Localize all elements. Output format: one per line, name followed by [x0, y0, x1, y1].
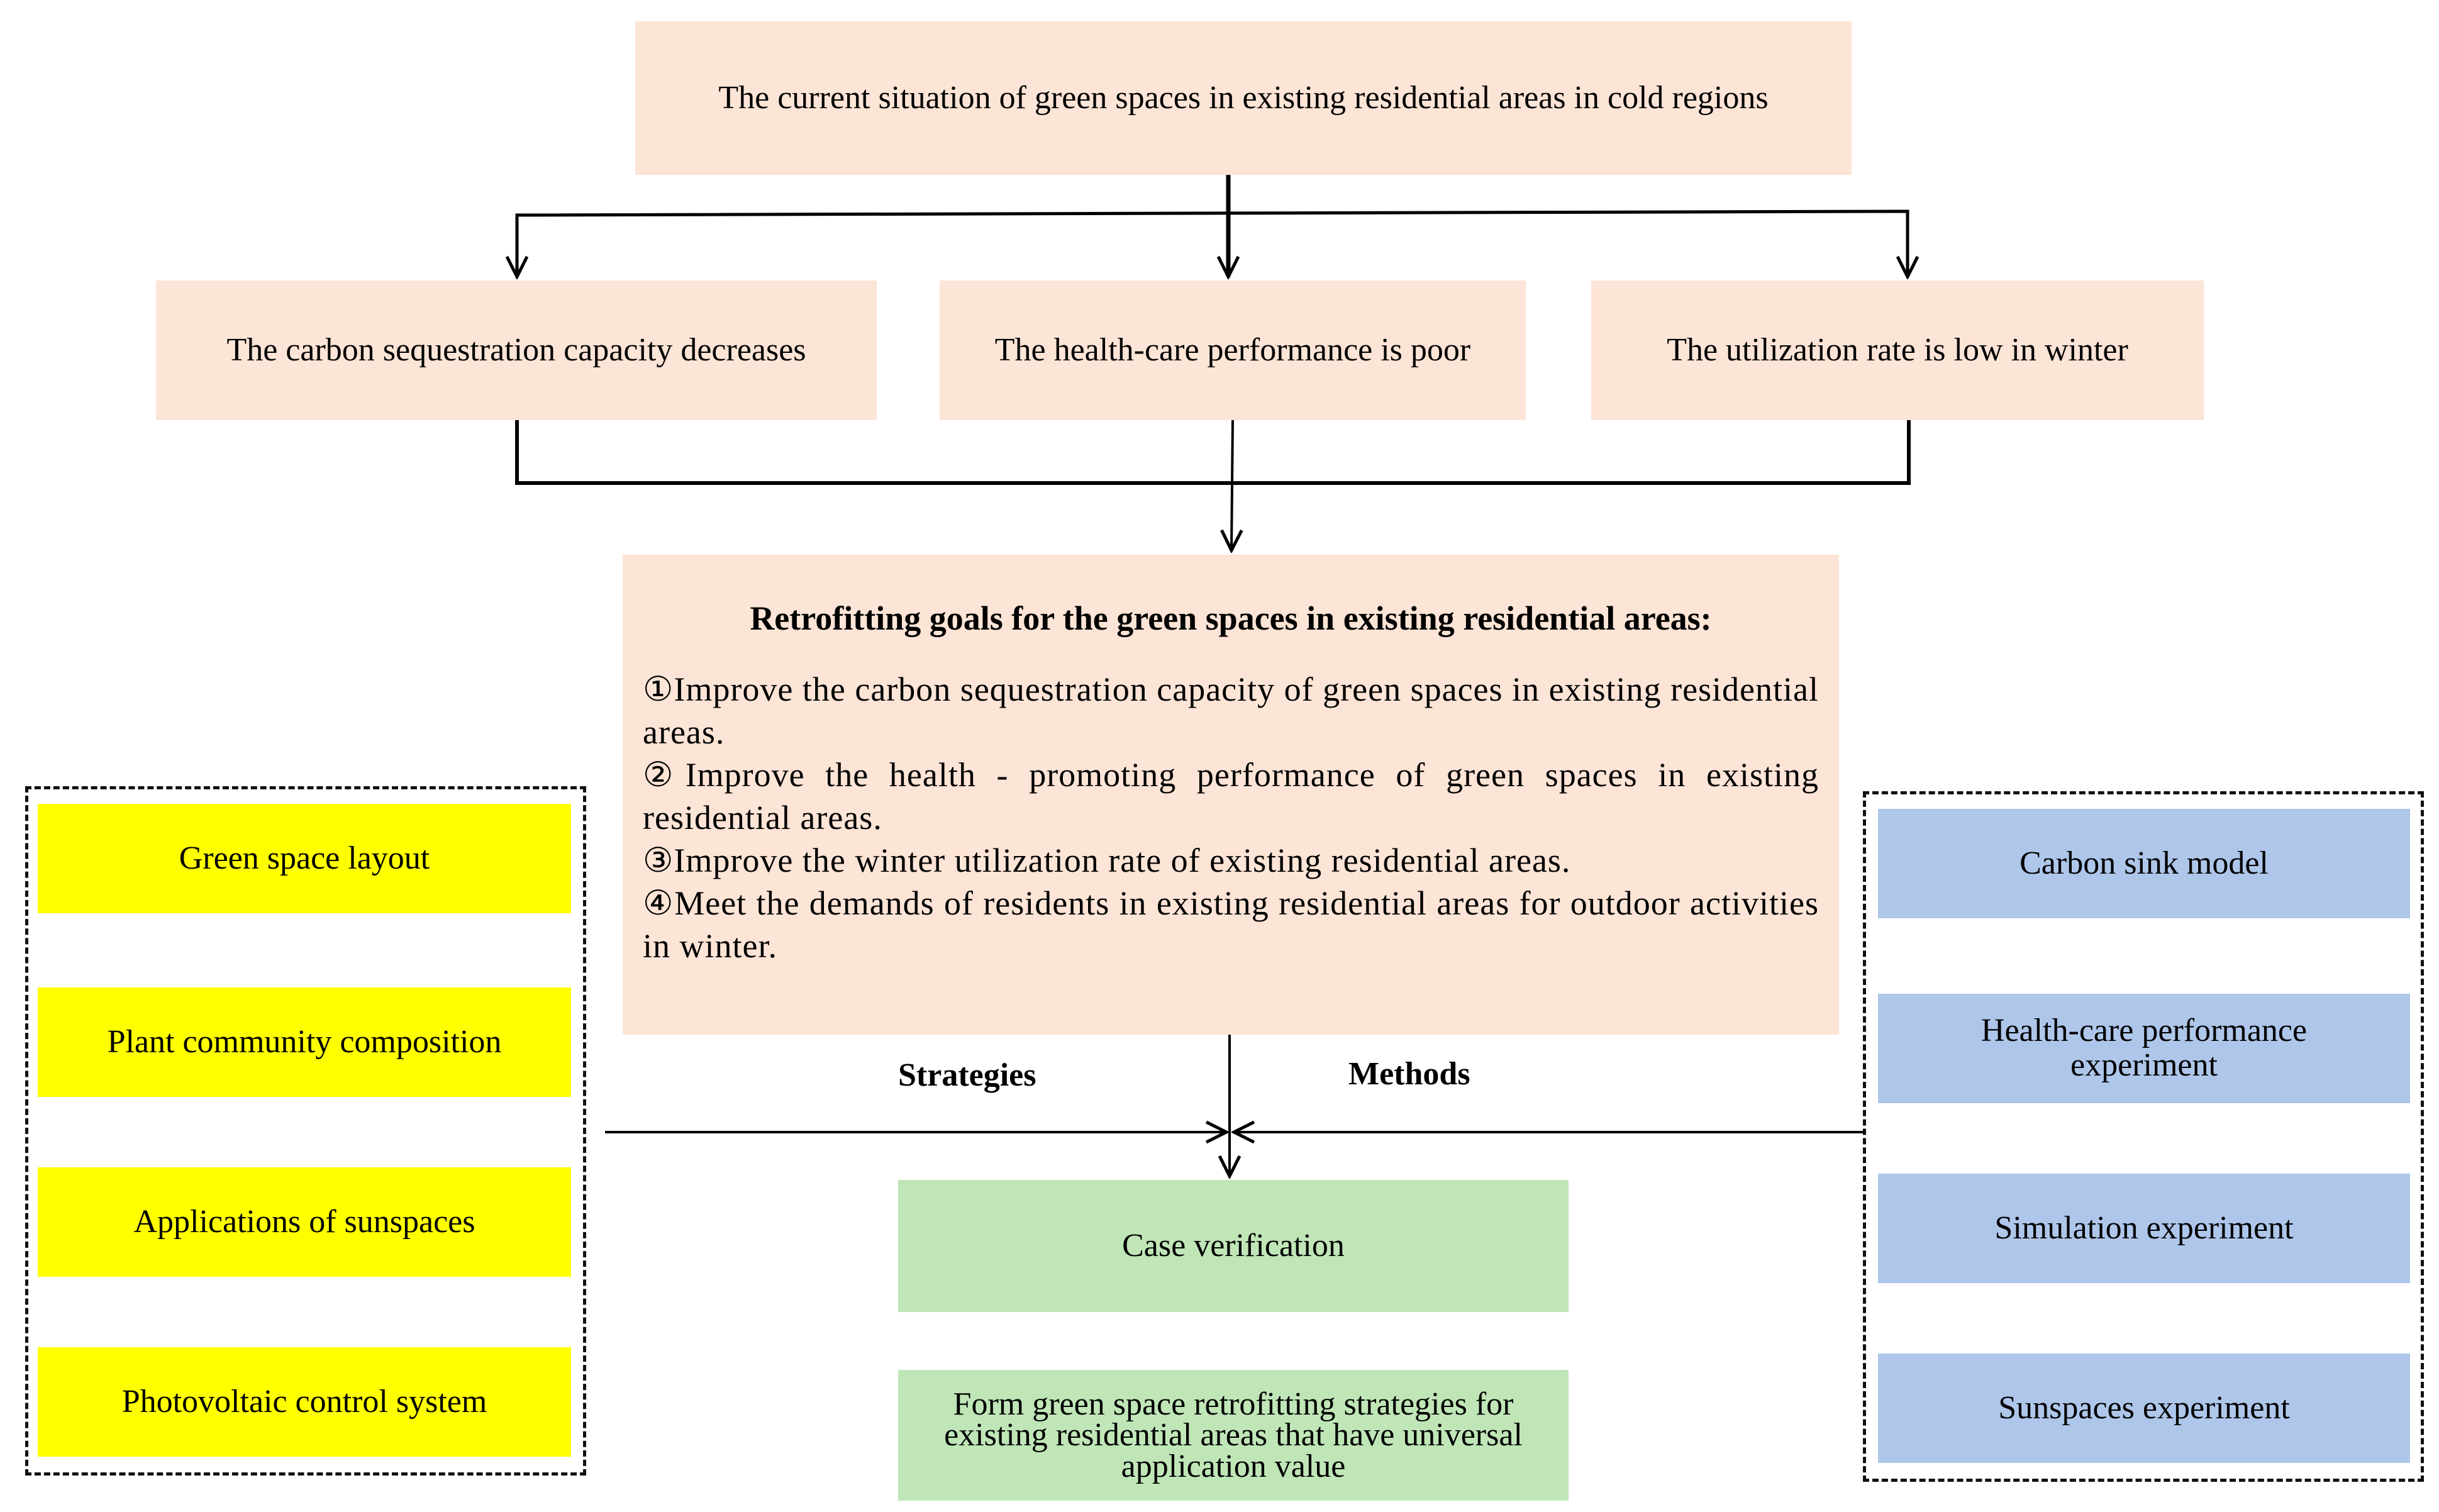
goal-item-1: ①Improve the carbon sequestration capaci… [643, 670, 1819, 751]
current-situation-box: The current situation of green spaces in… [635, 21, 1852, 175]
problem-carbon-text: The carbon sequestration capacity decrea… [226, 332, 806, 368]
strategies-group [25, 786, 586, 1476]
methods-group [1863, 791, 2424, 1482]
problem-winter-box: The utilization rate is low in winter [1591, 281, 2204, 420]
method-simulation: Simulation experiment [1878, 1174, 2410, 1283]
problem-health-text: The health-care performance is poor [994, 332, 1471, 368]
form-strategies-box: Form green space retrofitting strategies… [898, 1370, 1569, 1501]
method-label-4: Sunspaces experiment [1998, 1390, 2290, 1426]
strategy-label-3: Applications of sunspaces [133, 1204, 475, 1240]
strategy-label-4: Photovoltaic control system [121, 1384, 487, 1420]
strategy-label-1: Green space layout [179, 840, 430, 876]
method-sunspaces: Sunspaces experiment [1878, 1354, 2410, 1463]
goal-item-4: ④Meet the demands of residents in existi… [643, 884, 1819, 965]
method-label-3: Simulation experiment [1994, 1210, 2294, 1246]
method-carbon-sink: Carbon sink model [1878, 809, 2410, 918]
merge-bracket [515, 420, 1911, 485]
problem-health-box: The health-care performance is poor [940, 281, 1526, 420]
case-verification-box: Case verification [898, 1180, 1569, 1312]
strategy-label-2: Plant community composition [107, 1024, 502, 1060]
strategy-sunspaces: Applications of sunspaces [38, 1167, 571, 1277]
method-label-2: Health-care performance experiment [1981, 1013, 2308, 1083]
problem-winter-text: The utilization rate is low in winter [1667, 332, 2128, 368]
arrow-to-goals [1231, 420, 1233, 550]
method-label-1: Carbon sink model [2020, 845, 2269, 881]
strategy-plant-community: Plant community composition [38, 987, 571, 1097]
branch-top [515, 209, 1909, 277]
method-health-care: Health-care performance experiment [1878, 994, 2410, 1103]
current-situation-text: The current situation of green spaces in… [718, 80, 1769, 116]
goal-item-3: ③Improve the winter utilization rate of … [643, 842, 1571, 879]
methods-label: Methods [1348, 1056, 1470, 1092]
problem-carbon-box: The carbon sequestration capacity decrea… [156, 281, 877, 420]
retrofitting-goals-box: Retrofitting goals for the green spaces … [623, 555, 1839, 1035]
goals-title: Retrofitting goals for the green spaces … [750, 599, 1712, 637]
strategy-photovoltaic: Photovoltaic control system [38, 1347, 571, 1457]
form-strategies-text: Form green space retrofitting strategies… [944, 1386, 1523, 1484]
case-verification-text: Case verification [1122, 1228, 1345, 1264]
strategy-green-space-layout: Green space layout [38, 804, 571, 913]
strategies-label: Strategies [898, 1057, 1036, 1093]
goal-item-2: ②Improve the health - promoting performa… [643, 756, 1819, 837]
